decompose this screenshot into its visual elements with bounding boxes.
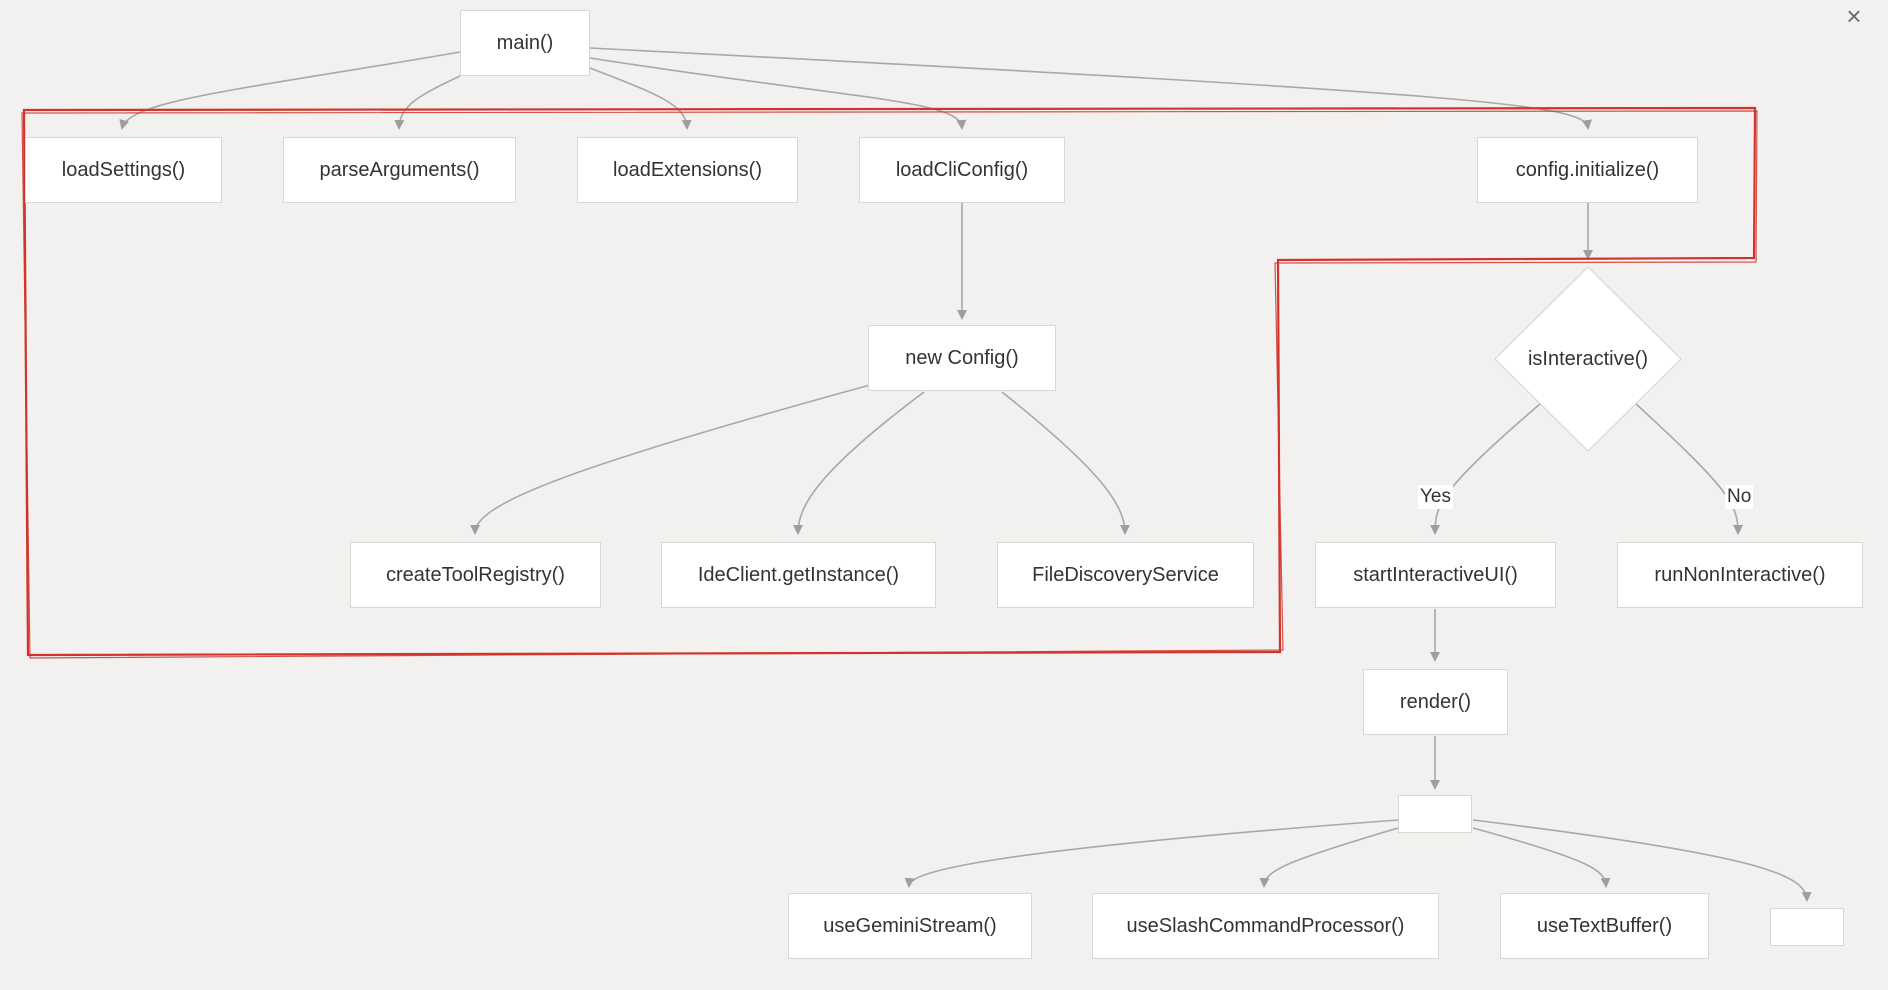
node-file-discovery-label: FileDiscoveryService	[1032, 563, 1219, 586]
node-use-slash-command-label: useSlashCommandProcessor()	[1126, 914, 1405, 937]
node-create-tool-registry-label: createToolRegistry()	[386, 563, 565, 586]
edge-main-loadsettings	[119, 51, 461, 130]
node-use-text-buffer-label: useTextBuffer()	[1536, 914, 1673, 937]
node-render-label: render()	[1399, 690, 1472, 713]
edge-newconfig-ideclient	[793, 391, 925, 535]
node-app-component[interactable]	[1398, 795, 1472, 833]
node-use-slash-command[interactable]: useSlashCommandProcessor()	[1092, 893, 1439, 959]
node-is-interactive[interactable]: isInteractive()	[1494, 266, 1682, 452]
edge-newconfig-filediscovery	[1001, 391, 1130, 535]
node-parse-arguments[interactable]: parseArguments()	[283, 137, 516, 203]
node-ide-client[interactable]: IdeClient.getInstance()	[661, 542, 936, 608]
node-load-settings-label: loadSettings()	[61, 158, 186, 181]
edge-app-usetextbuffer	[1472, 827, 1611, 888]
node-run-non-interactive[interactable]: runNonInteractive()	[1617, 542, 1863, 608]
node-main-label: main()	[496, 31, 554, 54]
highlight-outline	[21, 106, 1758, 659]
edge-main-configinitialize	[589, 47, 1592, 130]
node-render[interactable]: render()	[1363, 669, 1508, 735]
node-is-interactive-label: isInteractive()	[1527, 347, 1649, 370]
node-config-initialize-label: config.initialize()	[1515, 158, 1660, 181]
node-main[interactable]: main()	[460, 10, 590, 76]
node-load-extensions[interactable]: loadExtensions()	[577, 137, 798, 203]
close-icon[interactable]: ×	[1840, 2, 1868, 30]
node-use-gemini-stream-label: useGeminiStream()	[823, 914, 997, 937]
decision-diamond-shape	[1494, 266, 1682, 452]
edge-main-parsearguments	[394, 75, 461, 130]
node-use-text-buffer[interactable]: useTextBuffer()	[1500, 893, 1709, 959]
node-start-interactive-ui[interactable]: startInteractiveUI()	[1315, 542, 1556, 608]
node-extra-hook[interactable]	[1770, 908, 1844, 946]
node-run-non-interactive-label: runNonInteractive()	[1654, 563, 1826, 586]
node-load-cli-config[interactable]: loadCliConfig()	[859, 137, 1065, 203]
edge-main-loadcliconfig	[589, 57, 967, 130]
edge-app-useslashcommand	[1259, 827, 1399, 888]
node-load-settings[interactable]: loadSettings()	[25, 137, 222, 203]
edge-isinteractive-no	[1635, 403, 1743, 535]
node-config-initialize[interactable]: config.initialize()	[1477, 137, 1698, 203]
node-parse-arguments-label: parseArguments()	[319, 158, 480, 181]
node-ide-client-label: IdeClient.getInstance()	[697, 563, 900, 586]
edge-label-yes: Yes	[1418, 485, 1453, 509]
node-new-config-label: new Config()	[905, 346, 1019, 369]
node-file-discovery[interactable]: FileDiscoveryService	[997, 542, 1254, 608]
edge-main-loadextensions	[589, 67, 692, 130]
node-start-interactive-ui-label: startInteractiveUI()	[1353, 563, 1518, 586]
edge-app-usegeministream	[904, 819, 1399, 888]
node-new-config[interactable]: new Config()	[868, 325, 1056, 391]
node-use-gemini-stream[interactable]: useGeminiStream()	[788, 893, 1032, 959]
node-load-cli-config-label: loadCliConfig()	[895, 158, 1029, 181]
edge-label-no: No	[1725, 485, 1754, 509]
edge-app-extrahook	[1472, 819, 1812, 902]
node-create-tool-registry[interactable]: createToolRegistry()	[350, 542, 601, 608]
node-load-extensions-label: loadExtensions()	[613, 158, 762, 181]
edge-newconfig-createtoolregistry	[470, 384, 871, 535]
close-icon-glyph: ×	[1846, 1, 1862, 31]
